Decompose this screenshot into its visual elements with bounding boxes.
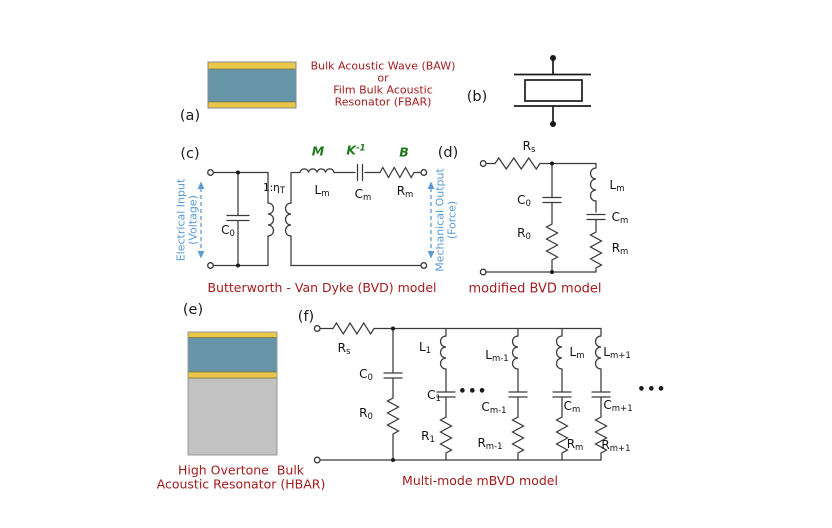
c0-label: C0 [359,367,373,383]
top-electrode-layer [207,61,297,70]
piezo-layer [187,337,278,373]
mass-label: M [311,143,325,159]
lm-cm-rm-branch [586,162,606,273]
stack-outline [187,331,278,456]
rs-resistor [485,156,597,171]
cm+1-label: Cm+1 [603,398,633,414]
cm-label: Cm [611,210,629,226]
substrate-layer [187,377,278,456]
panel-a-tag: (a) [179,108,201,124]
rm-label: Rm [611,241,629,257]
input-terminal-bottom [479,268,487,276]
bottom-electrode-layer [187,371,278,379]
fbar-layer-stack [207,61,297,109]
mbvd-caption: modified BVD model [468,281,602,297]
stiffness-label: K-1 [346,142,366,158]
mechanical-output-label: Mechanical Output (Force) [433,168,459,272]
crystal-resonator-symbol [514,55,591,127]
lm-1-label: Lm-1 [485,348,509,364]
output-terminal-bottom [420,262,428,269]
bottom-electrode-layer [207,101,297,109]
baw-caption: Bulk Acoustic Wave (BAW) or Film Bulk Ac… [310,59,456,108]
lm-inductor [290,168,356,174]
mode-branch-1 [436,327,456,461]
input-terminal-top [479,160,487,167]
mode-branch-m+1 [591,327,611,461]
piezo-layer [207,68,297,103]
rm+1-label: Rm+1 [601,438,631,454]
mbvd-model-circuit [479,156,606,276]
crystal-body [524,79,583,102]
input-terminal-top [313,325,321,332]
r0-label: R0 [517,226,531,242]
mode-branch-m [552,327,572,461]
c0-label: C0 [221,223,235,239]
bvd-model-circuit [197,163,435,269]
top-electrode-layer [187,331,278,338]
panel-c-tag: (c) [180,146,200,162]
multimode-caption: Multi-mode mBVD model [402,472,558,488]
c0-label: C0 [517,193,531,209]
rs-resistor-and-top-rail [319,321,602,336]
hbar-layer-stack [187,331,278,456]
panel-f-tag: (f) [297,309,315,325]
r0-label: R0 [359,406,373,422]
lm-label: Lm [609,178,625,194]
rm-1-label: Rm-1 [477,436,503,452]
stack-outline [207,61,297,109]
hbar-caption: High Overtone Bulk Acoustic Resonator (H… [156,462,326,492]
bottom-terminal-dot [550,121,556,127]
top-terminal-dot [550,55,556,61]
input-terminal-bottom [207,262,214,269]
panel-d-tag: (d) [437,145,459,161]
ellipsis-left: ••• [458,384,488,400]
transformer-primary-coil [267,171,275,267]
transformer-secondary-coil [284,171,292,267]
l1-label: L1 [418,340,432,356]
r1-label: R1 [421,429,435,445]
c0-r0-branch [383,327,403,461]
input-terminal-top [207,169,214,176]
cm-capacitor [356,163,381,182]
rm-label: Rm [396,184,414,200]
panel-e-tag: (e) [182,302,204,318]
c0-capacitor [226,171,250,267]
electrical-input-label: Electrical Input (Voltage) [174,178,200,262]
rs-label: Rs [337,341,351,357]
lm+1-label: Lm+1 [603,345,631,361]
lm-label: Lm [314,183,330,199]
cm-label: Cm [563,399,581,415]
input-rails [212,171,269,267]
c0-r0-branch [542,162,562,273]
output-terminal-top [420,169,428,176]
multimode-mbvd-circuit [313,321,611,464]
mode-branch-m-1 [508,327,528,461]
rm-resistor [379,166,422,179]
rm-label: Rm [566,437,584,453]
panel-b-tag: (b) [466,89,488,105]
cm-1-label: Cm-1 [481,400,507,416]
damping-label: B [399,144,409,160]
rs-label: Rs [522,139,536,155]
cm-label: Cm [354,187,372,203]
transformer-ratio-label: 1:ηT [262,182,286,196]
lm-label: Lm [569,345,585,361]
input-terminal-bottom [313,456,321,464]
ellipsis-right: ••• [637,382,667,398]
c1-label: C1 [427,388,441,404]
bvd-caption: Butterworth - Van Dyke (BVD) model [207,279,437,295]
